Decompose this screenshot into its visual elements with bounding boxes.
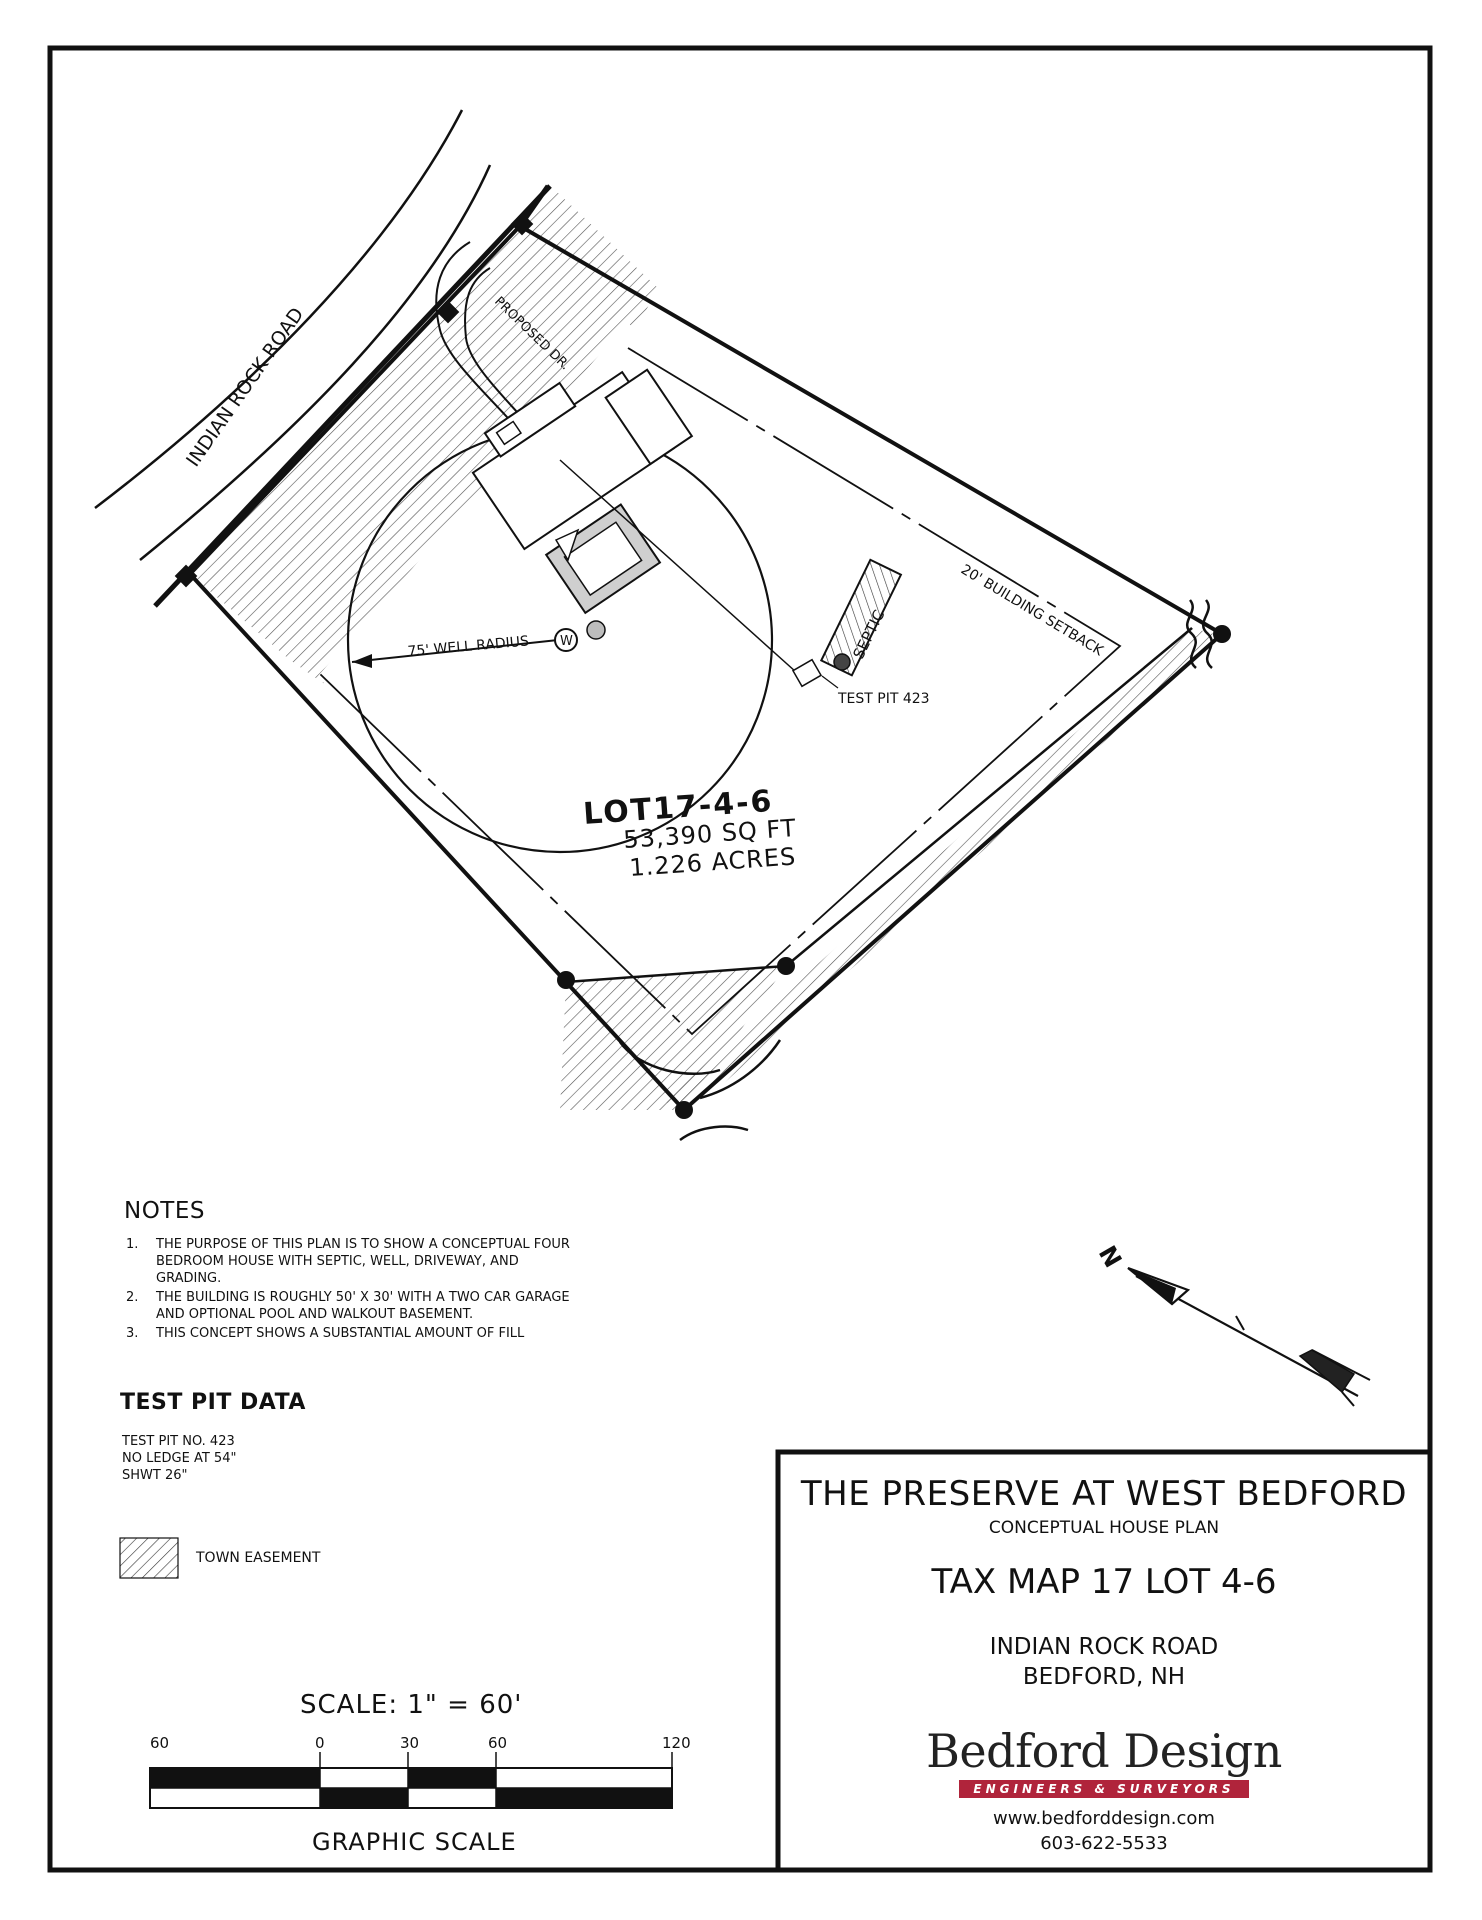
note-text: This concept shows a substantial amount … [156, 1326, 525, 1341]
note-number: 1. [126, 1237, 139, 1252]
note-item: 1. The purpose of this plan is to show a … [118, 1236, 588, 1287]
scale-tick-label: 60 [150, 1734, 170, 1752]
company-logo: Bedford Design [926, 1724, 1282, 1778]
note-text: The building is roughly 50' x 30' with a… [156, 1290, 570, 1322]
notes-section: NOTES 1. The purpose of this plan is to s… [118, 1198, 588, 1344]
project-title: THE PRESERVE AT WEST BEDFORD [800, 1474, 1408, 1514]
scale-tick-label: 30 [400, 1734, 420, 1752]
plan-subtitle: CONCEPTUAL HOUSE PLAN [988, 1518, 1220, 1538]
easement-legend-swatch [119, 1537, 179, 1579]
well-symbol [554, 628, 578, 652]
test-pit-heading: TEST PIT DATA [120, 1390, 306, 1415]
house-footprint [471, 368, 694, 551]
corner-arc-1 [618, 1041, 721, 1076]
corner-arc-2 [699, 1039, 782, 1100]
tax-map-label: TAX MAP 17 LOT 4-6 [931, 1562, 1277, 1602]
north-arrow-tail [1298, 1349, 1356, 1394]
town-easement-corner [560, 966, 786, 1110]
front-property-line [153, 184, 552, 608]
address-line-2: BEDFORD, NH [1022, 1664, 1186, 1690]
test-pit-line: TEST PIT NO. 423 [122, 1434, 235, 1449]
address-line-1: INDIAN ROCK ROAD [989, 1634, 1219, 1660]
legend: TOWN EASEMENT [118, 1538, 320, 1578]
address-block: INDIAN ROCK ROAD BEDFORD, NH [778, 1632, 1430, 1692]
north-arrow: N [1093, 1241, 1371, 1407]
corner-easement-line [565, 964, 787, 984]
town-easement-rear [664, 628, 1222, 1110]
stone-wall-2 [1201, 599, 1213, 669]
note-number: 2. [126, 1290, 139, 1305]
scale-tick-label: 0 [315, 1734, 325, 1752]
scale-title: SCALE: 1" = 60' [300, 1690, 523, 1720]
test-pit-line: NO LEDGE AT 54" [122, 1451, 237, 1466]
graphic-scale-bar [149, 1752, 673, 1809]
notes-heading: NOTES [124, 1198, 205, 1224]
deck-triangle [554, 528, 580, 562]
north-label: N [1093, 1241, 1127, 1272]
rear-easement-line [785, 627, 1193, 967]
test-pit-box [791, 658, 823, 688]
company-website[interactable]: www.bedforddesign.com [993, 1808, 1215, 1829]
corner-arc-3 [679, 1125, 749, 1142]
test-pit-label: TEST PIT 423 [837, 691, 930, 707]
company-phone: 603-622-5533 [1040, 1833, 1168, 1854]
iron-pin-3 [557, 971, 575, 989]
iron-pin-2 [777, 957, 795, 975]
iron-pin-4 [675, 1101, 693, 1119]
legend-swatch-spacer [118, 1538, 178, 1578]
optional-pool [544, 503, 662, 615]
well-radius-arrowhead [352, 654, 372, 668]
easement-legend-label: TOWN EASEMENT [196, 1550, 321, 1566]
sewer-line [559, 459, 797, 673]
test-pit-leader [821, 675, 839, 689]
town-easement-frontage [190, 185, 658, 688]
test-pit-section: TEST PIT DATA TEST PIT NO. 423 NO LEDGE … [118, 1390, 518, 1484]
road-edge-inner [139, 164, 492, 561]
test-pit-line: SHWT 26" [122, 1468, 188, 1483]
company-tagline: ENGINEERS & SURVEYORS [959, 1780, 1249, 1798]
septic-tank-access [833, 653, 851, 671]
title-block-frame [775, 1449, 1433, 1873]
note-item: 2. The building is roughly 50' x 30' with… [118, 1289, 588, 1323]
well-symbol-label: W [560, 634, 573, 649]
building-setback-line [317, 347, 1122, 1036]
sheet-border [47, 45, 1433, 1873]
notes-list: 1. The purpose of this plan is to show a … [118, 1236, 588, 1342]
title-block: THE PRESERVE AT WEST BEDFORD CONCEPTUAL … [778, 1452, 1430, 1870]
scale-caption: GRAPHIC SCALE [312, 1828, 517, 1856]
road-label: INDIAN ROCK ROAD [182, 304, 308, 471]
note-text: The purpose of this plan is to show a co… [156, 1237, 570, 1286]
bound-marker-2 [436, 300, 460, 324]
scale-tick-label: 60 [488, 1734, 508, 1752]
scale-tick-label: 120 [662, 1734, 691, 1752]
stone-wall [1185, 599, 1197, 669]
iron-pin-1 [1213, 625, 1231, 643]
note-item: 3. This concept shows a substantial amoun… [118, 1325, 588, 1342]
note-number: 3. [126, 1326, 139, 1341]
road-edge-outer [94, 109, 464, 509]
pool-corner [586, 620, 606, 640]
well-radius-line [351, 639, 559, 663]
